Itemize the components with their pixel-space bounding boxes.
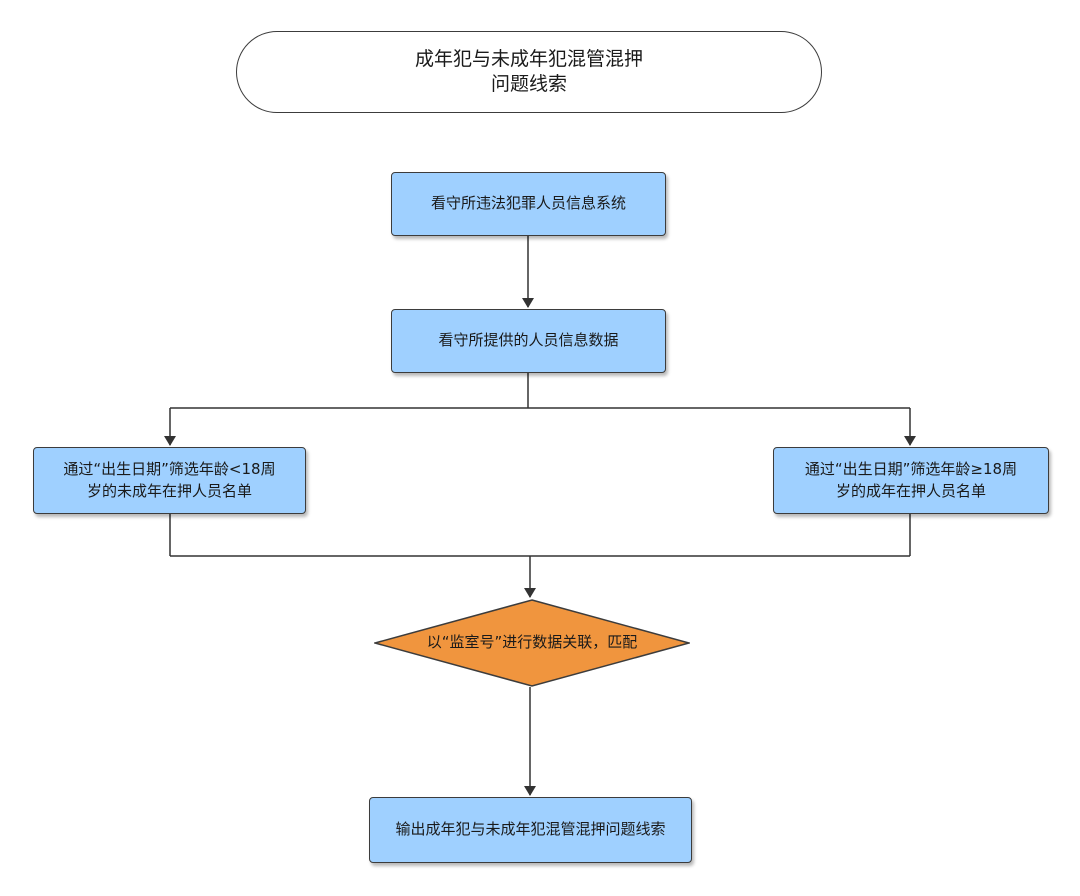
decision-shape: [374, 599, 690, 687]
output-label: 输出成年犯与未成年犯混管混押问题线索: [395, 820, 666, 839]
data-label: 看守所提供的人员信息数据: [438, 331, 619, 350]
start-terminal: 成年犯与未成年犯混管混押 问题线索: [236, 31, 822, 113]
system-label: 看守所违法犯罪人员信息系统: [430, 194, 626, 213]
minor-filter-box: 通过“出生日期”筛选年龄<18周 岁的未成年在押人员名单: [33, 447, 306, 514]
start-title-line1: 成年犯与未成年犯混管混押: [414, 48, 643, 71]
data-process-box: 看守所提供的人员信息数据: [391, 309, 666, 373]
adult-filter-box: 通过“出生日期”筛选年龄≥18周 岁的成年在押人员名单: [773, 447, 1049, 514]
minor-filter-line2: 岁的未成年在押人员名单: [86, 481, 252, 500]
system-process-box: 看守所违法犯罪人员信息系统: [391, 172, 666, 236]
minor-filter-line1: 通过“出生日期”筛选年龄<18周: [63, 459, 276, 478]
start-title-line2: 问题线索: [490, 73, 567, 95]
output-process-box: 输出成年犯与未成年犯混管混押问题线索: [369, 797, 692, 863]
adult-filter-line1: 通过“出生日期”筛选年龄≥18周: [804, 459, 1018, 478]
decision-label: 以“监室号”进行数据关联，匹配: [426, 633, 638, 652]
adult-filter-line2: 岁的成年在押人员名单: [835, 481, 986, 500]
decision-diamond: 以“监室号”进行数据关联，匹配: [374, 599, 690, 687]
